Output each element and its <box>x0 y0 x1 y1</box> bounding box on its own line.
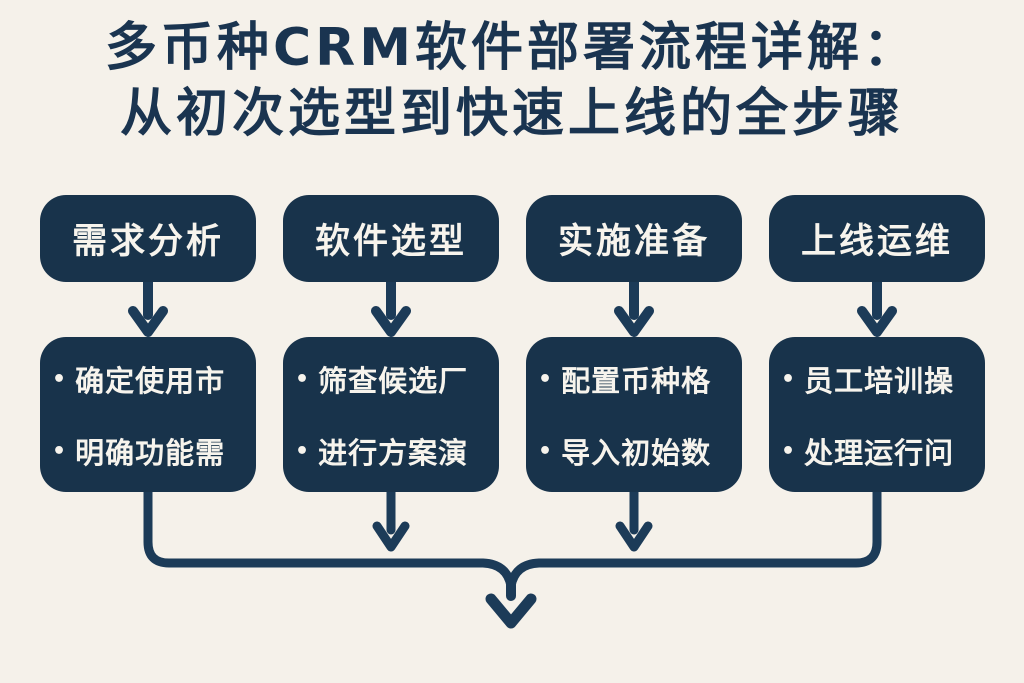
list-item-label: 员工培训操 <box>804 363 955 398</box>
list-item: • 确定使用市 <box>52 358 248 400</box>
list-item-label: 配置币种格 <box>561 363 712 398</box>
bullet-icon: • <box>538 438 554 464</box>
stage-header-implementation: 实施准备 <box>526 195 742 282</box>
stage-details-implementation: • 配置币种格 • 导入初始数 <box>526 337 742 492</box>
bullet-icon: • <box>781 438 797 464</box>
list-item: • 员工培训操 <box>781 358 977 400</box>
stage-header-golive: 上线运维 <box>769 195 985 282</box>
bullet-icon: • <box>538 366 554 392</box>
flow-column-requirements: 需求分析 • 确定使用市 • 明确功能需 <box>40 195 256 492</box>
bullet-icon: • <box>295 366 311 392</box>
stage-details-selection: • 筛查候选厂 • 进行方案演 <box>283 337 499 492</box>
merge-connector <box>143 492 882 629</box>
page-title-line1: 多币种CRM软件部署流程详解： <box>105 18 919 78</box>
list-item-label: 进行方案演 <box>318 435 469 470</box>
flow-column-selection: 软件选型 • 筛查候选厂 • 进行方案演 <box>283 195 499 492</box>
down-arrow-icon <box>614 282 654 337</box>
page-title-line2: 从初次选型到快速上线的全步骤 <box>119 83 904 144</box>
list-item: • 明确功能需 <box>52 430 248 472</box>
list-item: • 筛查候选厂 <box>295 358 491 400</box>
down-arrow-icon <box>857 282 897 337</box>
list-item-label: 筛查候选厂 <box>318 363 469 398</box>
bullet-icon: • <box>52 438 68 464</box>
bullet-icon: • <box>52 366 68 392</box>
list-item: • 配置币种格 <box>538 358 734 400</box>
list-item: • 导入初始数 <box>538 430 734 472</box>
stage-details-requirements: • 确定使用市 • 明确功能需 <box>40 337 256 492</box>
list-item-label: 确定使用市 <box>75 363 226 398</box>
down-arrow-icon <box>371 282 411 337</box>
bullet-icon: • <box>295 438 311 464</box>
stage-header-selection: 软件选型 <box>283 195 499 282</box>
list-item: • 进行方案演 <box>295 430 491 472</box>
stage-details-golive: • 员工培训操 • 处理运行问 <box>769 337 985 492</box>
bullet-icon: • <box>781 366 797 392</box>
stage-header-requirements: 需求分析 <box>40 195 256 282</box>
list-item-label: 处理运行问 <box>804 435 955 470</box>
list-item-label: 导入初始数 <box>561 435 712 470</box>
list-item-label: 明确功能需 <box>75 435 226 470</box>
page-title: 多币种CRM软件部署流程详解： 从初次选型到快速上线的全步骤 <box>0 16 1024 147</box>
flow-column-implementation: 实施准备 • 配置币种格 • 导入初始数 <box>526 195 742 492</box>
flow-column-golive: 上线运维 • 员工培训操 • 处理运行问 <box>769 195 985 492</box>
list-item: • 处理运行问 <box>781 430 977 472</box>
down-arrow-icon <box>128 282 168 337</box>
